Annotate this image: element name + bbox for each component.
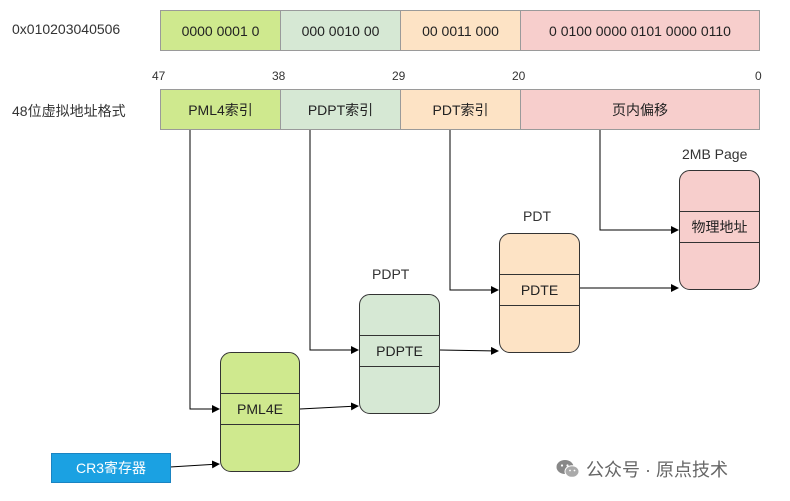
bit-position-20: 20 bbox=[512, 69, 526, 83]
watermark-text: 公众号 · 原点技术 bbox=[586, 460, 728, 480]
pdt-title: PDT bbox=[523, 208, 551, 224]
pml4-table: PML4E bbox=[220, 352, 300, 472]
field-pdt-index: PDT索引 bbox=[400, 89, 521, 130]
arrow-page-offset bbox=[599, 130, 679, 234]
page-title: 2MB Page bbox=[682, 146, 748, 162]
bit-position-47: 47 bbox=[152, 69, 166, 83]
pdt-table: PDTE bbox=[499, 233, 580, 353]
cr3-register: CR3寄存器 bbox=[51, 453, 171, 483]
physical-address-entry: 物理地址 bbox=[680, 211, 759, 243]
pml4e-entry: PML4E bbox=[221, 393, 299, 425]
address-bits-offset: 0 0100 0000 0101 0000 0110 bbox=[520, 10, 760, 51]
arrow-pdpt-index bbox=[309, 130, 359, 354]
format-label: 48位虚拟地址格式 bbox=[12, 103, 126, 119]
arrow-cr3 bbox=[169, 460, 220, 469]
field-page-offset: 页内偏移 bbox=[520, 89, 760, 130]
hex-address-label: 0x010203040506 bbox=[12, 21, 121, 37]
watermark: 公众号 · 原点技术 bbox=[556, 456, 728, 482]
pdpte-entry: PDPTE bbox=[360, 335, 439, 367]
bit-position-38: 38 bbox=[272, 69, 286, 83]
arrow-pdt-index bbox=[449, 130, 499, 294]
page-frame: 物理地址 bbox=[679, 170, 760, 290]
pdpt-title: PDPT bbox=[372, 266, 410, 282]
pdpt-table: PDPTE bbox=[359, 294, 440, 414]
pdte-entry: PDTE bbox=[500, 274, 579, 306]
field-pdpt-index: PDPT索引 bbox=[280, 89, 401, 130]
arrow-pdpte bbox=[439, 346, 499, 355]
arrow-pml4e bbox=[299, 402, 359, 411]
bit-position-0: 0 bbox=[755, 69, 762, 83]
bit-position-29: 29 bbox=[392, 69, 406, 83]
address-bits-pdt: 00 0011 000 bbox=[400, 10, 521, 51]
arrow-pml4-index bbox=[189, 130, 220, 413]
wechat-icon bbox=[556, 460, 580, 478]
